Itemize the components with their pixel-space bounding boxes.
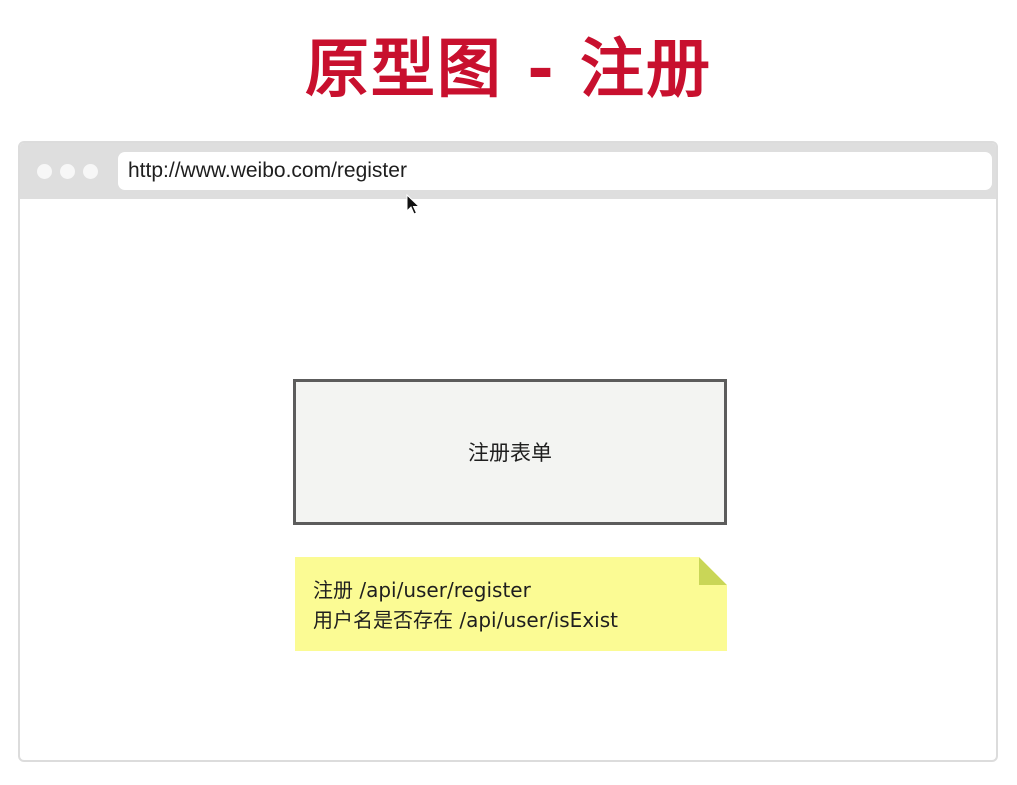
window-dot-close[interactable]: [37, 164, 52, 179]
api-sticky-note: 注册 /api/user/register 用户名是否存在 /api/user/…: [295, 557, 727, 651]
browser-toolbar: http://www.weibo.com/register: [20, 143, 996, 199]
note-line-register-api: 注册 /api/user/register: [313, 578, 531, 602]
folded-corner-icon: [699, 557, 727, 585]
register-form-label: 注册表单: [468, 441, 552, 465]
browser-mockup: http://www.weibo.com/register: [18, 141, 998, 762]
window-dot-maximize[interactable]: [83, 164, 98, 179]
note-line-isexist-api: 用户名是否存在 /api/user/isExist: [313, 608, 618, 632]
slide-title: 原型图 - 注册: [304, 33, 713, 107]
address-bar[interactable]: http://www.weibo.com/register: [118, 152, 992, 190]
window-dot-minimize[interactable]: [60, 164, 75, 179]
mouse-pointer-icon: [406, 194, 420, 215]
register-form-placeholder: 注册表单: [293, 379, 727, 525]
